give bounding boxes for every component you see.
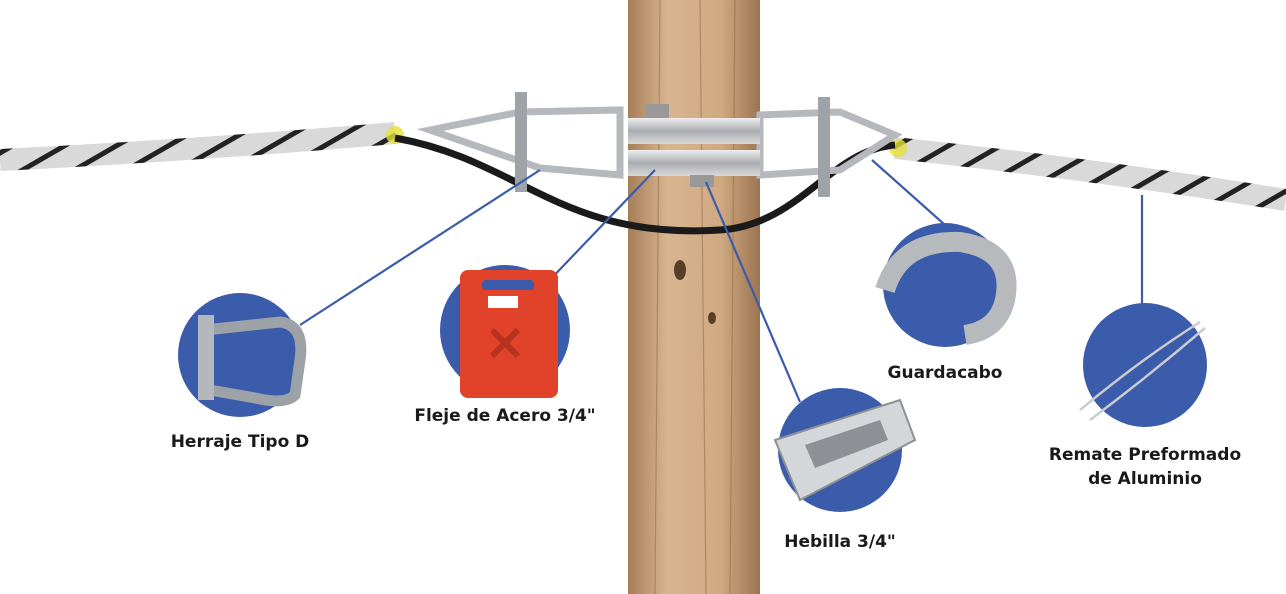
label-herraje: Herraje Tipo D: [170, 432, 310, 452]
label-guardacabo: Guardacabo: [887, 363, 1003, 383]
label-fleje: Fleje de Acero 3/4": [414, 406, 596, 426]
leader-hebilla: [704, 181, 802, 403]
wooden-pole: [628, 0, 760, 594]
thimble-icon: [875, 223, 1017, 347]
pole-hardware: [416, 92, 903, 197]
label-remate-line1: Remate Preformado: [1048, 445, 1242, 465]
label-remate: Remate Preformado de Aluminio: [1030, 443, 1260, 491]
leader-guardacabo: [871, 159, 946, 226]
right-cable: [893, 137, 1286, 211]
buckle-icon: [773, 388, 917, 512]
steel-strap-reel-icon: [440, 265, 570, 398]
leader-herraje: [299, 169, 541, 326]
left-cable: [0, 122, 396, 171]
leader-fleje: [544, 169, 656, 286]
d-shackle-icon: [178, 293, 307, 417]
label-hebilla: Hebilla 3/4": [784, 532, 896, 552]
preformed-dead-end-icon: [1079, 303, 1207, 427]
label-remate-line2: de Aluminio: [1088, 469, 1202, 489]
